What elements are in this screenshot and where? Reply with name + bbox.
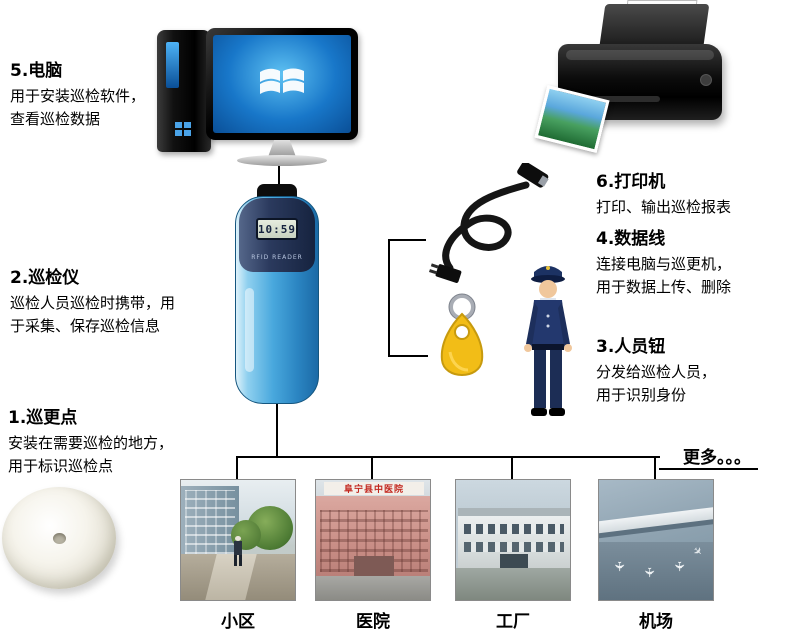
plane-icon: ✈	[640, 567, 656, 578]
connector-drop-airport	[654, 456, 656, 480]
annotation-personnel-button-line2: 用于识别身份	[596, 386, 687, 404]
connector-bracket-to-cable	[388, 239, 426, 241]
printer-output-slot	[570, 96, 660, 102]
annotation-patrol-device-line1: 巡检人员巡检时携带，用	[10, 294, 176, 312]
annotation-data-cable: 4.数据线 连接电脑与巡更机， 用于数据上传、删除	[596, 224, 786, 299]
annotation-computer-title: 5.电脑	[10, 61, 63, 81]
connector-bracket-to-keyfob	[388, 355, 428, 357]
patrol-point-tag-graphic	[2, 487, 116, 589]
annotation-patrol-point-line1: 安装在需要巡检的地方，	[8, 434, 174, 452]
tower-power-light	[166, 42, 179, 88]
hospital-entrance	[354, 556, 394, 578]
caption-hospital: 医院	[356, 612, 390, 632]
annotation-data-cable-line2: 用于数据上传、删除	[596, 278, 732, 296]
annotation-computer-line2: 查看巡检数据	[10, 110, 101, 128]
annotation-data-cable-line1: 连接电脑与巡更机，	[596, 255, 732, 273]
annotation-patrol-point-title: 1.巡更点	[8, 408, 78, 428]
annotation-personnel-button-title: 3.人员钮	[596, 337, 666, 357]
residential-guard-figure	[233, 536, 243, 566]
connector-monitor-to-device	[278, 166, 280, 186]
annotation-data-cable-title: 4.数据线	[596, 229, 666, 249]
hospital-sign-text: 阜宁县中医院	[343, 485, 404, 495]
caption-airport: 机场	[639, 612, 673, 632]
plane-icon: ✈	[610, 561, 626, 572]
photo-factory	[455, 479, 571, 601]
annotation-personnel-button: 3.人员钮 分发给巡检人员， 用于识别身份	[596, 332, 786, 407]
annotation-patrol-point-line2: 用于标识巡检点	[8, 457, 114, 475]
security-guard-graphic	[524, 266, 572, 416]
keyfob-graphic	[440, 293, 484, 376]
annotation-personnel-button-line1: 分发给巡检人员，	[596, 363, 717, 381]
connector-bus-line	[236, 456, 660, 458]
device-highlight	[245, 288, 254, 372]
connector-bracket-vertical	[388, 239, 390, 357]
annotation-patrol-point: 1.巡更点 安装在需要巡检的地方， 用于标识巡检点	[8, 403, 188, 478]
more-label: 更多。。。	[683, 448, 751, 468]
more-underline	[659, 468, 758, 470]
annotation-computer: 5.电脑 用于安装巡检软件， 查看巡检数据	[10, 56, 180, 131]
airport-tarmac	[599, 542, 713, 600]
printer-graphic	[534, 0, 730, 160]
annotation-printer: 6.打印机 打印、输出巡检报表	[596, 167, 786, 219]
device-lcd-text: 10:59	[257, 222, 297, 236]
windows-logo-icon	[260, 68, 304, 94]
factory-roofline	[458, 508, 570, 516]
monitor-stand-base	[237, 155, 327, 166]
connector-drop-hospital	[371, 456, 373, 480]
monitor-stand-neck	[268, 140, 296, 157]
annotation-computer-line1: 用于安装巡检软件，	[10, 87, 146, 105]
hospital-sign: 阜宁县中医院	[324, 482, 424, 495]
computer-tower-graphic	[157, 30, 211, 152]
photo-residential	[180, 479, 296, 601]
caption-residential: 小区	[221, 612, 255, 632]
caption-factory: 工厂	[496, 612, 530, 632]
connector-drop-residential	[236, 456, 238, 480]
photo-airport: ✈ ✈ ✈ ✈	[598, 479, 714, 601]
usb-cable-graphic	[429, 163, 549, 283]
monitor-screen	[213, 35, 351, 133]
device-lcd-screen: 10:59	[256, 218, 298, 240]
device-brand-label: RFID READER	[251, 254, 303, 261]
annotation-patrol-device-title: 2.巡检仪	[10, 268, 80, 288]
printer-knob	[700, 74, 712, 86]
tag-center-hole	[53, 533, 66, 544]
connector-drop-factory	[511, 456, 513, 480]
annotation-patrol-device: 2.巡检仪 巡检人员巡检时携带，用 于采集、保存巡检信息	[10, 263, 190, 338]
factory-entrance	[500, 554, 528, 570]
photo-hospital: 阜宁县中医院	[315, 479, 431, 601]
printer-gloss	[566, 50, 714, 60]
annotation-patrol-device-line2: 于采集、保存巡检信息	[10, 317, 161, 335]
annotation-printer-line1: 打印、输出巡检报表	[596, 198, 732, 216]
computer-monitor-graphic	[206, 28, 358, 140]
tower-windows-logo-icon	[175, 122, 191, 136]
plane-icon: ✈	[670, 561, 686, 572]
annotation-printer-title: 6.打印机	[596, 172, 666, 192]
patrol-device-graphic: 10:59 RFID READER	[235, 184, 319, 404]
connector-device-to-bus	[276, 402, 278, 458]
